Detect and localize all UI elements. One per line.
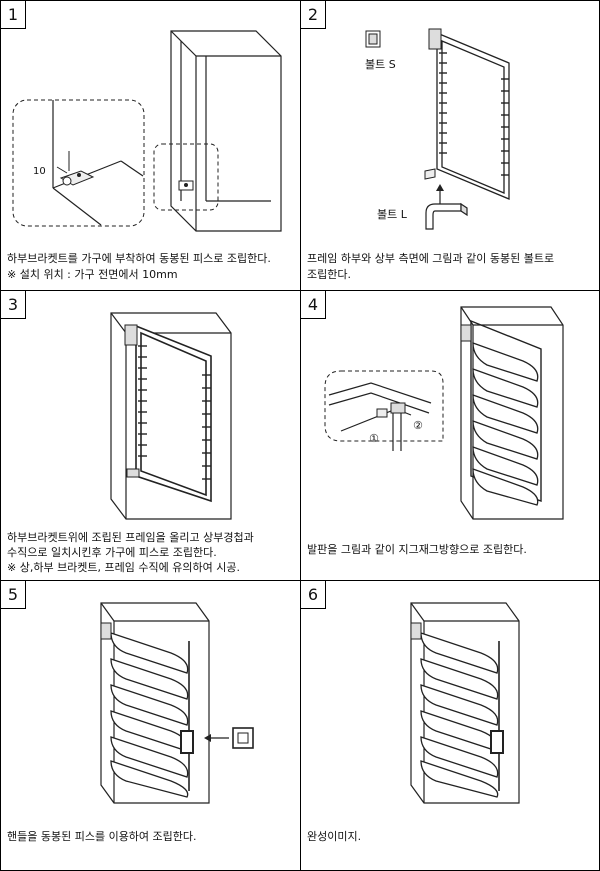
bracket-detail bbox=[56, 151, 95, 186]
step-6-illustration bbox=[410, 602, 520, 804]
bolt-s-part bbox=[365, 30, 381, 48]
step-number: 4 bbox=[301, 291, 326, 319]
step-2-illustration bbox=[365, 28, 510, 230]
bolt-s-label: 볼트 S bbox=[365, 58, 396, 71]
step-number: 1 bbox=[1, 1, 26, 29]
dimension-label: 10 bbox=[33, 166, 46, 177]
step-3-panel: 3 bbox=[1, 291, 300, 581]
shelves bbox=[472, 342, 539, 506]
step-number: 3 bbox=[1, 291, 26, 319]
step-4-panel: 4 bbox=[301, 291, 600, 581]
step-4-illustration bbox=[324, 306, 564, 520]
step-5-line-1: 핸들을 동봉된 피스를 이용하여 조립한다. bbox=[7, 830, 197, 843]
step-5-illustration bbox=[100, 602, 254, 804]
step-1-illustration bbox=[12, 30, 282, 232]
row-divider-1 bbox=[1, 290, 599, 291]
bolt-l-label: 볼트 L bbox=[377, 208, 407, 221]
step-1-line-1: 하부브라켓트를 가구에 부착하여 동봉된 피스로 조립한다. bbox=[7, 252, 271, 265]
step-3-line-3: ※ 상,하부 브라켓트, 프레임 수직에 유의하여 시공. bbox=[7, 561, 240, 574]
step-number: 2 bbox=[301, 1, 326, 29]
step-4-line-1: 발판을 그림과 같이 지그재그방향으로 조립한다. bbox=[307, 543, 527, 556]
step-3-line-1: 하부브라켓트위에 조립된 프레임을 올리고 상부경첩과 bbox=[7, 531, 254, 544]
step-3-line-2: 수직으로 일치시킨후 가구에 피스로 조립한다. bbox=[7, 546, 217, 559]
row-divider-2 bbox=[1, 580, 599, 581]
step-3-illustration bbox=[110, 312, 232, 520]
step-number: 5 bbox=[1, 581, 26, 609]
step-6-panel: 6 완성이미지. bbox=[301, 581, 600, 871]
step-2-panel: 2 bbox=[301, 1, 600, 291]
step-1-panel: 1 bbox=[1, 1, 300, 291]
step-5-panel: 5 bbox=[1, 581, 300, 871]
step-2-line-1: 프레임 하부와 상부 측면에 그림과 같이 동봉된 볼트로 bbox=[307, 252, 555, 265]
handle-part bbox=[232, 727, 254, 749]
bolt-l-part bbox=[425, 202, 468, 230]
column-divider bbox=[300, 1, 301, 870]
step-number: 6 bbox=[301, 581, 326, 609]
step-2-line-2: 조립한다. bbox=[307, 268, 351, 281]
marker-1: ① bbox=[369, 432, 379, 445]
step-6-line-1: 완성이미지. bbox=[307, 830, 362, 843]
step-1-line-2: ※ 설치 위치 : 가구 전면에서 10mm bbox=[7, 268, 178, 281]
marker-2: ② bbox=[413, 419, 423, 432]
